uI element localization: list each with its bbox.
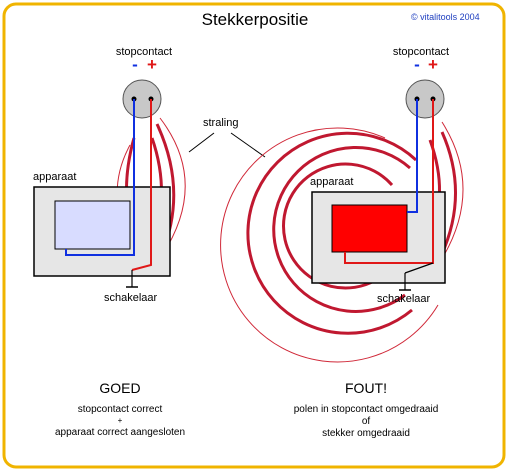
left-red-wire	[131, 99, 152, 271]
right-red-wire	[344, 99, 434, 264]
left-device-screen	[54, 200, 131, 250]
right-switch-label: schakelaar	[377, 293, 431, 305]
left-diagram: stopcontact - + apparaat schakelaar GOED…	[33, 46, 186, 438]
left-caption-line3: apparaat correct aangesloten	[55, 427, 185, 438]
right-thin-arc-right	[439, 121, 464, 263]
radiation-pointer-left	[188, 132, 215, 153]
right-diagram: stopcontact - + apparaat schakelaar FOUT…	[220, 46, 464, 439]
right-thin-circle	[220, 127, 439, 363]
right-wave-4	[438, 131, 457, 259]
right-blue-wire	[407, 99, 418, 213]
left-caption-line1: stopcontact correct	[78, 404, 163, 415]
left-device-label: apparaat	[33, 171, 76, 183]
right-switch-wire	[404, 262, 434, 274]
right-socket	[405, 79, 445, 119]
title: Stekkerpositie	[202, 10, 309, 29]
radiation-pointer-right	[230, 132, 266, 158]
left-plus-sign: +	[147, 55, 157, 74]
left-socket	[122, 79, 162, 119]
right-caption-line1: polen in stopcontact omgedraaid	[294, 404, 439, 415]
left-blue-wire	[65, 99, 135, 256]
right-wave-2	[246, 131, 418, 335]
right-caption-line3: stekker omgedraaid	[322, 428, 410, 439]
right-minus-sign: -	[414, 55, 420, 74]
right-verdict: FOUT!	[345, 380, 387, 396]
right-caption-line2: of	[362, 416, 371, 427]
left-verdict: GOED	[99, 380, 140, 396]
left-socket-label: stopcontact	[116, 46, 172, 58]
left-switch-label: schakelaar	[104, 292, 158, 304]
left-caption-line2: +	[118, 416, 123, 425]
right-device-screen	[331, 204, 408, 253]
right-device-label: apparaat	[310, 176, 353, 188]
right-socket-label: stopcontact	[393, 46, 449, 58]
right-wave-3	[282, 162, 394, 290]
right-plus-sign: +	[428, 55, 438, 74]
radiation-label: straling	[203, 117, 238, 129]
right-wave-1	[272, 145, 411, 313]
left-minus-sign: -	[132, 55, 138, 74]
copyright: © vitalitools 2004	[411, 12, 480, 22]
